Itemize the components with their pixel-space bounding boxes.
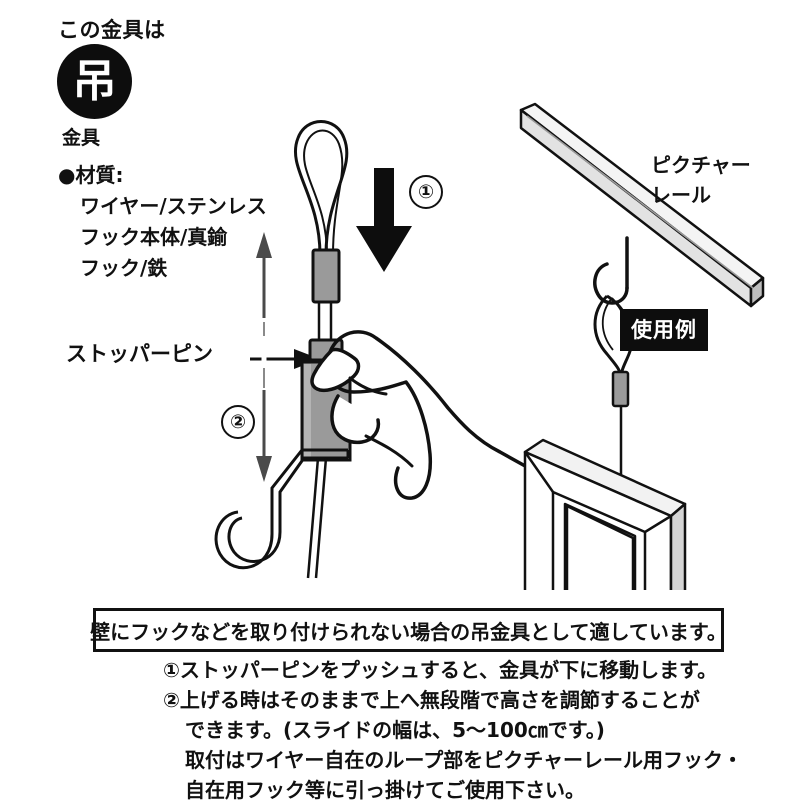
usage-example-illustration bbox=[519, 102, 765, 590]
material-heading: ●材質: bbox=[58, 163, 124, 187]
caption-box: 壁にフックなどを取り付けられない場合の吊金具として適しています。 bbox=[90, 608, 727, 652]
page-title: この金具は bbox=[58, 18, 166, 42]
badge-kanji-label: 吊 bbox=[72, 56, 117, 107]
instruction-line-3: できます。(スライドの幅は、5〜100㎝です。) bbox=[185, 718, 605, 742]
hardware-type-badge: 吊 bbox=[57, 44, 132, 119]
material-item-wire: ワイヤー/ステンレス bbox=[80, 194, 267, 218]
material-item-hook: フック/鉄 bbox=[80, 256, 168, 280]
material-item-hook-body: フック本体/真鍮 bbox=[80, 225, 228, 249]
badge-subtitle: 金具 bbox=[62, 127, 101, 149]
picture-rail-label-line2: レール bbox=[651, 183, 711, 207]
hanging-crimp-sleeve bbox=[611, 370, 630, 408]
step-number-2: ② bbox=[221, 405, 255, 439]
picture-rail-label: ピクチャー レール bbox=[651, 150, 751, 210]
crimp-sleeve bbox=[311, 248, 341, 304]
rail-hook bbox=[593, 236, 629, 305]
stopper-pin-label: ストッパーピン bbox=[66, 342, 213, 366]
instruction-line-2: ②上げる時はそのままで上へ無段階で高さを調節することが bbox=[163, 688, 700, 712]
instruction-list: ①ストッパーピンをプッシュすると、金具が下に移動します。 ②上げる時はそのままで… bbox=[163, 655, 763, 800]
caption-text: 壁にフックなどを取り付けられない場合の吊金具として適しています。 bbox=[90, 619, 727, 644]
lower-wire bbox=[306, 457, 328, 579]
picture-frame bbox=[523, 438, 687, 590]
picture-rail bbox=[519, 102, 765, 308]
step-number-1: ① bbox=[409, 175, 443, 209]
push-down-arrow bbox=[356, 168, 412, 272]
hand-illustration bbox=[310, 330, 538, 500]
instruction-line-4: 取付はワイヤー自在のループ部をピクチャーレール用フック・ bbox=[185, 748, 743, 772]
usage-example-tag: 使用例 bbox=[620, 309, 708, 351]
instruction-line-1: ①ストッパーピンをプッシュすると、金具が下に移動します。 bbox=[163, 658, 718, 682]
wire-loop bbox=[293, 120, 349, 257]
j-hook bbox=[214, 448, 350, 570]
material-list: ●材質: ワイヤー/ステンレス フック本体/真鍮 フック/鉄 bbox=[58, 160, 267, 284]
wire-strands bbox=[317, 302, 333, 343]
picture-rail-label-line1: ピクチャー bbox=[651, 153, 751, 177]
instruction-line-5: 自在用フック等に引っ掛けてご使用下さい。 bbox=[185, 778, 585, 800]
hanging-hardware-illustration bbox=[214, 120, 538, 579]
